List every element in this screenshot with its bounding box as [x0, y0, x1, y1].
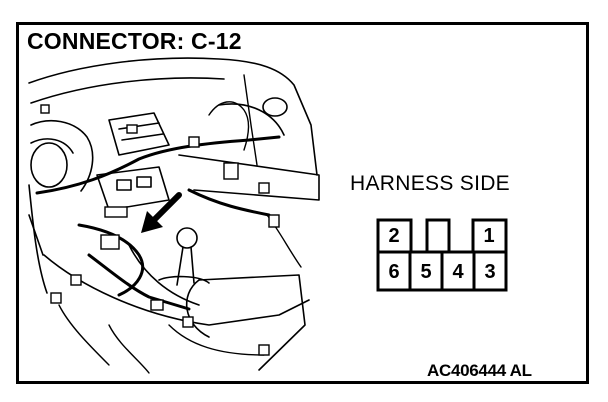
figure-code: AC406444 AL [427, 361, 532, 380]
harness-side-label: HARNESS SIDE [350, 172, 510, 195]
pin-6-label: 6 [388, 261, 400, 283]
connector-outline [376, 218, 508, 292]
connector-face: 2 1 6 5 4 3 [376, 218, 508, 293]
pin-3-label: 3 [484, 261, 496, 283]
diagram-frame: CONNECTOR: C-12 [16, 22, 589, 384]
arrow-icon [141, 192, 182, 233]
pin-5-label: 5 [420, 261, 432, 283]
dashboard-wiring-illustration [28, 57, 320, 374]
pin-4-label: 4 [452, 261, 464, 283]
pin-1-label: 1 [483, 225, 495, 247]
pin-2-label: 2 [388, 225, 400, 247]
connector-title: CONNECTOR: C-12 [27, 28, 242, 54]
